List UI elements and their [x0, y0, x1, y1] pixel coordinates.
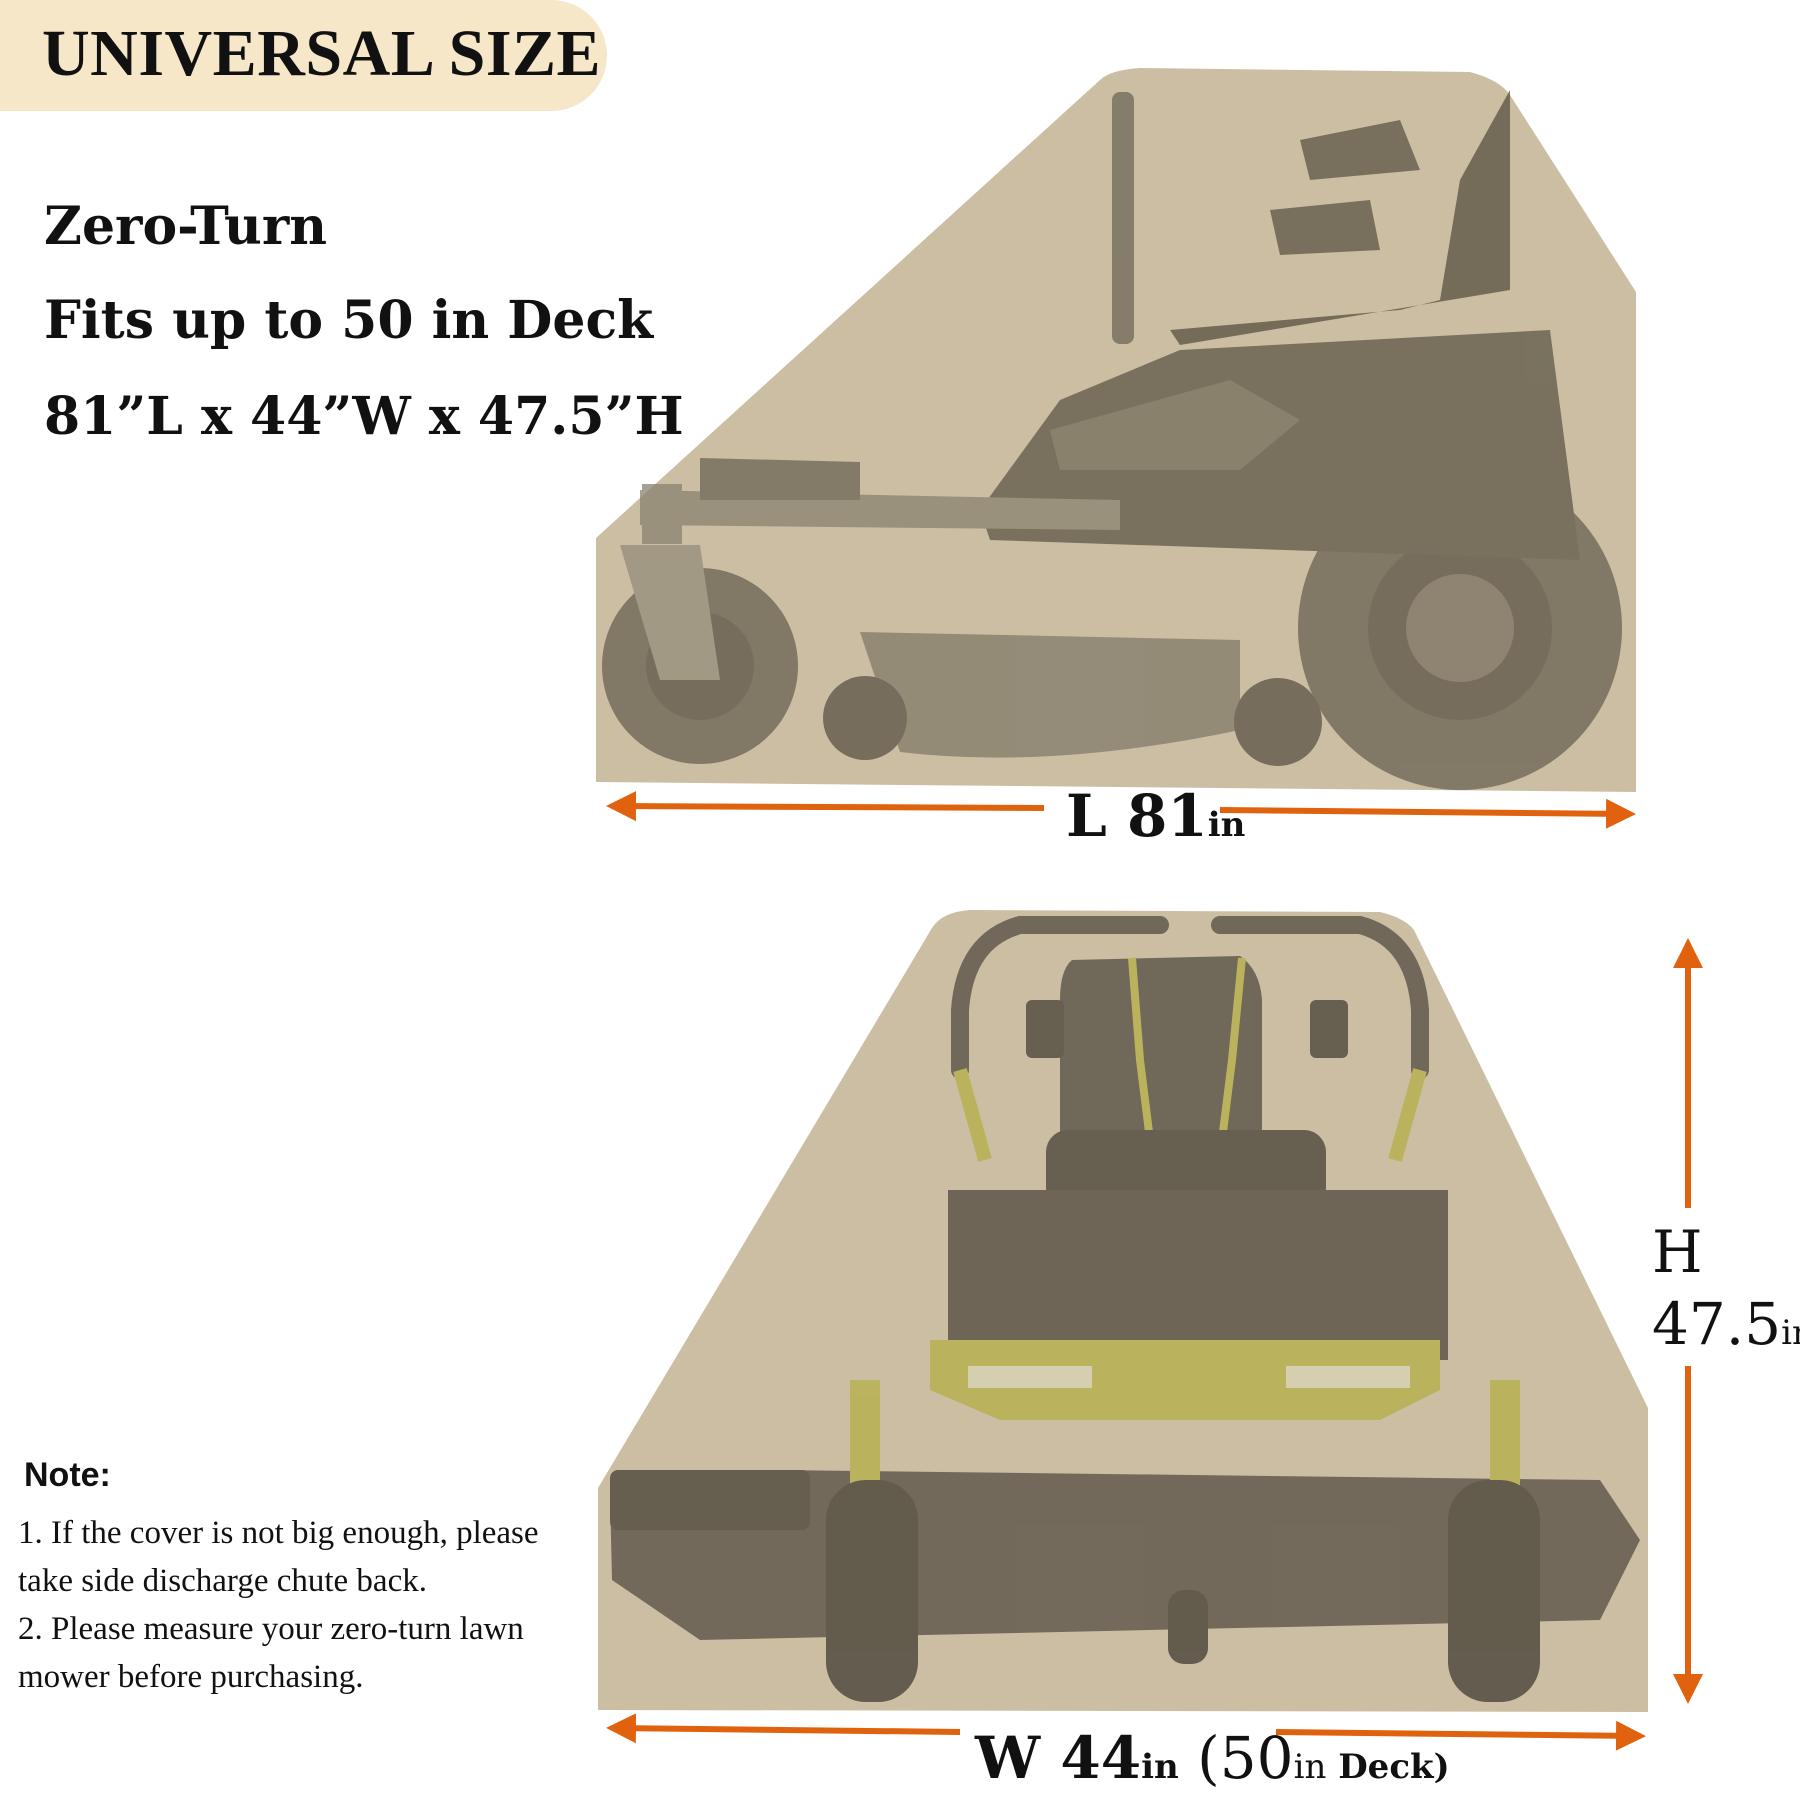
front-bumper [930, 1340, 1440, 1420]
side-view-mower-cover [596, 68, 1636, 792]
front-body [948, 1190, 1448, 1360]
height-label: 47.5in [1652, 1290, 1800, 1358]
width-arrow-right [1275, 1720, 1646, 1751]
height-value: 47.5 [1652, 1290, 1782, 1358]
note-line: take side discharge chute back. [18, 1563, 427, 1599]
front-right-wheel [1448, 1480, 1540, 1702]
height-letter: H [1652, 1218, 1703, 1286]
left-control-arm [951, 916, 1169, 1079]
length-label: L 81in [1066, 782, 1246, 850]
note-line: 1. If the cover is not big enough, pleas… [18, 1515, 539, 1551]
width-arrows [606, 1713, 1646, 1751]
spec-dimensions: 81”L x 44”W x 47.5”H [44, 386, 684, 447]
width-value: 44 [1060, 1724, 1142, 1792]
spec-mower-type: Zero-Turn [44, 196, 328, 257]
mower-body [980, 330, 1580, 560]
side-mower-silhouette [602, 90, 1622, 790]
length-unit: in [1207, 805, 1246, 845]
note-line: mower before purchasing. [18, 1659, 364, 1695]
front-seat-back [1060, 956, 1262, 1140]
right-control-arm [1211, 916, 1429, 1079]
width-label: W 44in (50in Deck) [975, 1724, 1450, 1792]
badge-label: UNIVERSAL SIZE [42, 17, 602, 90]
width-arrow-left [606, 1713, 961, 1744]
front-view-mower-cover [598, 910, 1648, 1712]
steering-bar [1112, 92, 1134, 344]
width-unit: in [1141, 1747, 1179, 1787]
note-line: 2. Please measure your zero-turn lawn [18, 1611, 524, 1647]
height-unit: in [1781, 1313, 1800, 1353]
spec-deck-fit: Fits up to 50 in Deck [44, 290, 654, 351]
front-left-wheel [826, 1480, 918, 1702]
length-arrow-left [606, 791, 1045, 822]
mower-deck [860, 632, 1240, 758]
length-arrow-right [1219, 798, 1636, 829]
universal-size-badge: UNIVERSAL SIZE [0, 0, 607, 111]
front-mower-silhouette [610, 916, 1640, 1702]
note-block: Note: 1. If the cover is not big enough,… [18, 1456, 618, 1701]
length-arrows [606, 791, 1636, 829]
length-value: 81 [1126, 782, 1208, 850]
note-title: Note: [24, 1456, 111, 1494]
